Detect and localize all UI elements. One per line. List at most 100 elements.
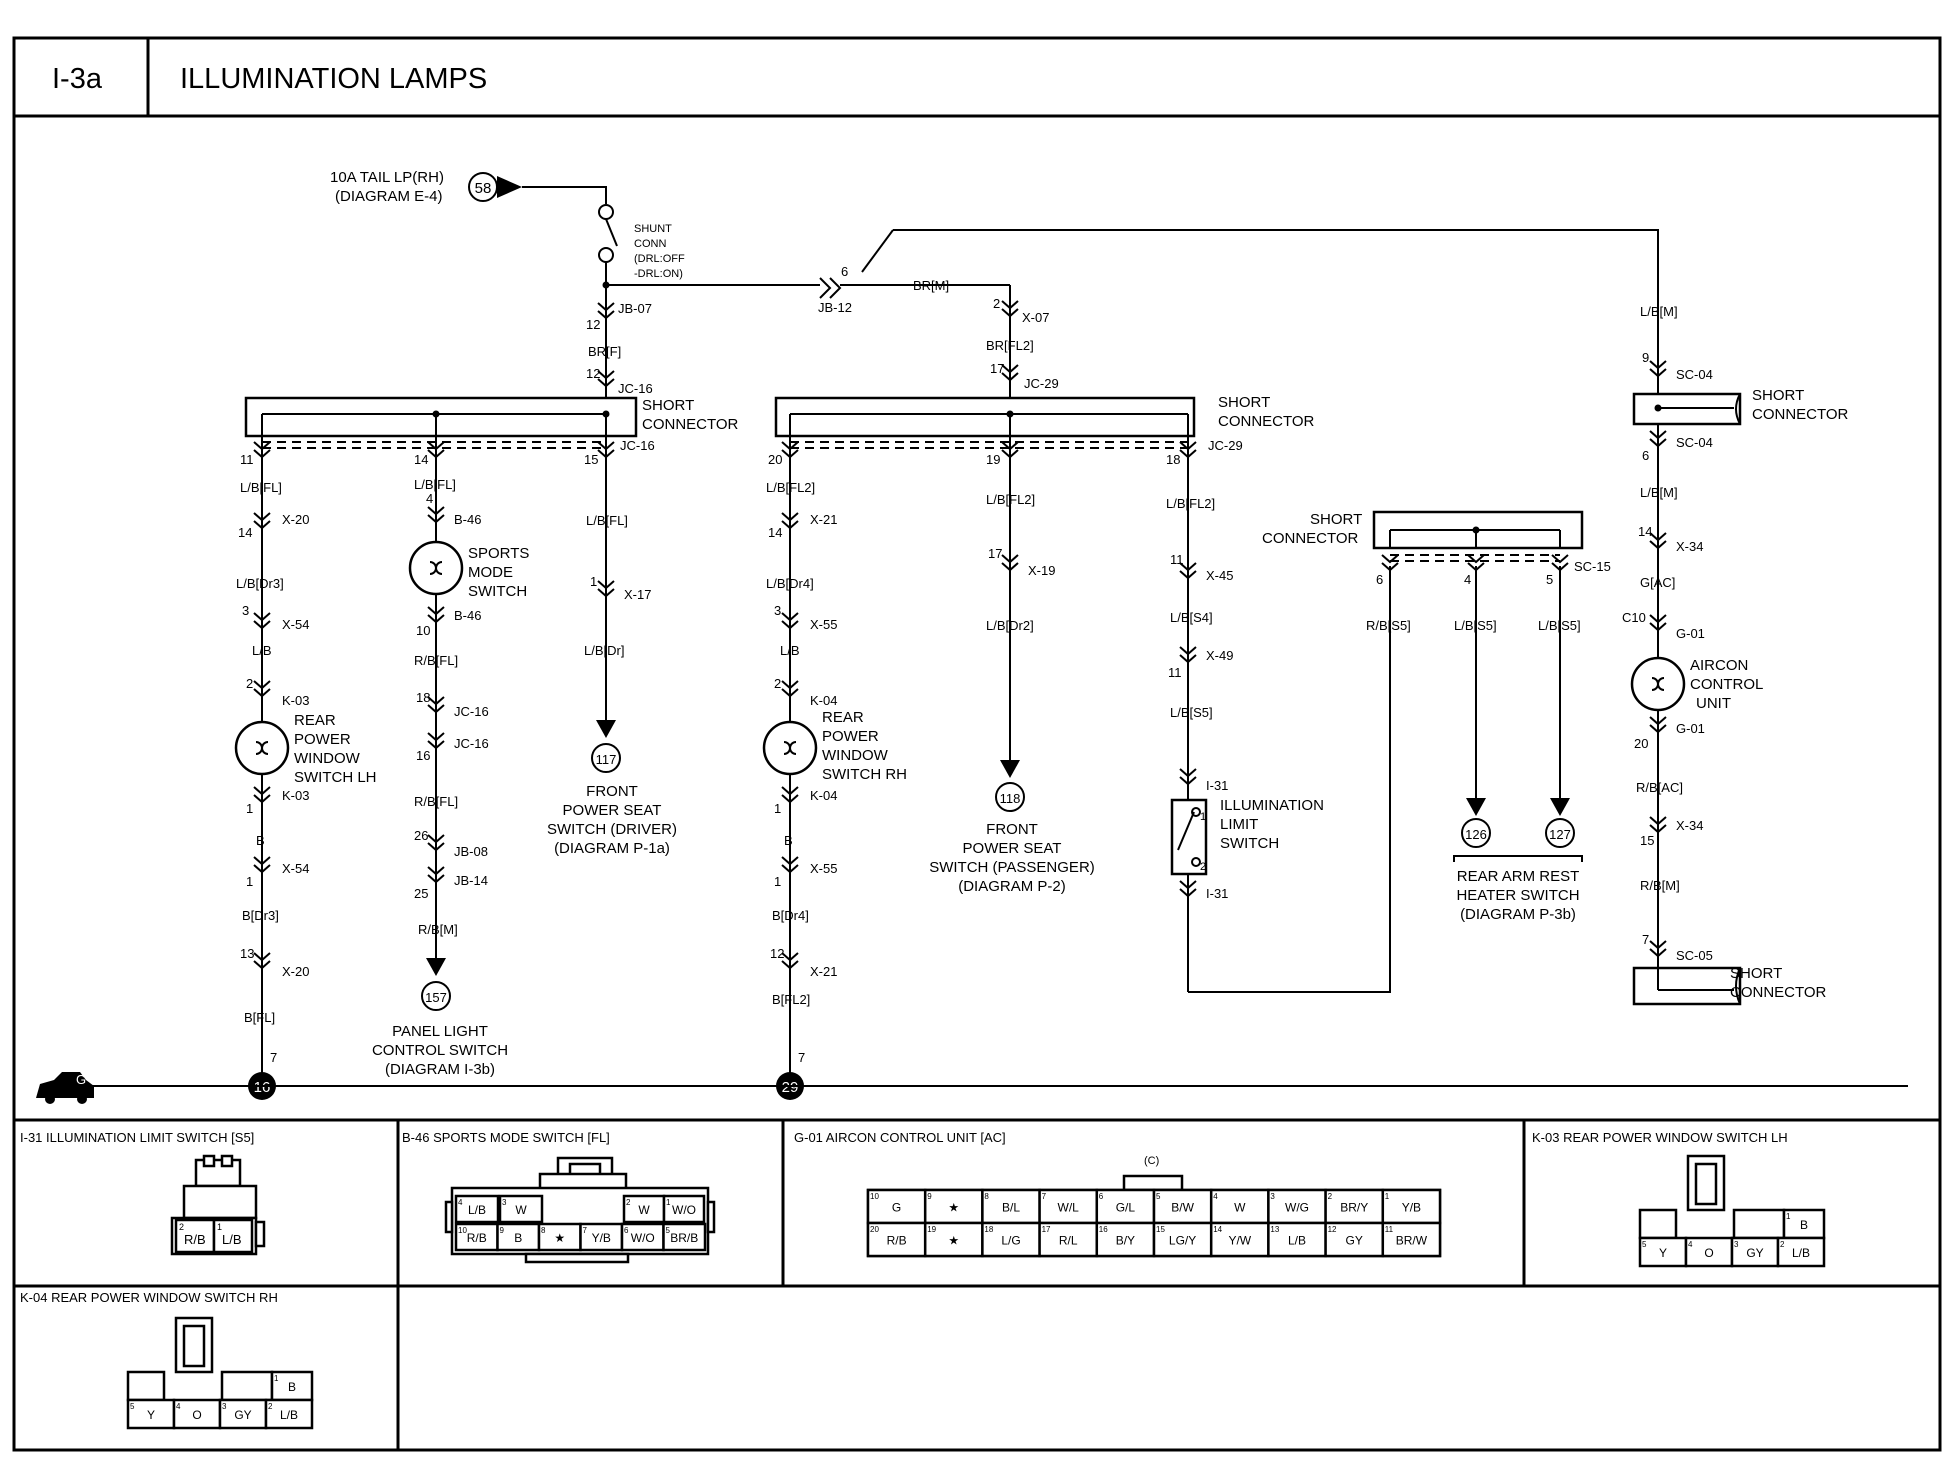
- pin-number: 1: [1786, 1212, 1791, 1221]
- svg-text:L/B[FL2]: L/B[FL2]: [1166, 496, 1215, 511]
- svg-text:(DIAGRAM P-2): (DIAGRAM P-2): [958, 878, 1066, 895]
- svg-text:R/B[FL]: R/B[FL]: [414, 794, 458, 809]
- front-power-seat-passenger-circuit: L/B[FL2] 17 X-19 L/B[Dr2] 118 FRONT POWE…: [929, 436, 1095, 895]
- svg-text:I-31: I-31: [1206, 886, 1228, 901]
- svg-text:10A TAIL LP(RH): 10A TAIL LP(RH): [330, 169, 444, 186]
- pin-cell: [1209, 1221, 1270, 1258]
- pin-cell: [1267, 1188, 1327, 1225]
- pin-wire-color: ★: [554, 1231, 565, 1245]
- pin-number: 4: [1213, 1192, 1218, 1201]
- svg-text:R/B[M]: R/B[M]: [1640, 878, 1680, 893]
- svg-text:11: 11: [240, 452, 254, 467]
- svg-text:SHORT: SHORT: [1310, 511, 1362, 528]
- svg-text:3: 3: [774, 603, 781, 618]
- pin-cell: [264, 1398, 314, 1430]
- pin-cell: [1152, 1221, 1213, 1258]
- connector-cells: 4L/B3W2W1W/O10R/B9B8★7Y/B6W/O5BR/B10G9★8…: [126, 1188, 1826, 1430]
- rear-power-window-rh-circuit: L/B[FL2] X-21 14 L/B[Dr4] X-55 3 L/B 2 K…: [762, 436, 907, 1100]
- svg-text:B: B: [256, 833, 265, 848]
- svg-text:C10: C10: [1622, 610, 1646, 625]
- aircon-control-unit-circuit: L/B[M] 9 SC-04 SHORT CONNECTOR SC-04 6 L…: [1622, 304, 1849, 1006]
- pin-cell: [1324, 1221, 1385, 1258]
- svg-text:2: 2: [774, 676, 781, 691]
- svg-text:CONNECTOR: CONNECTOR: [1730, 984, 1827, 1001]
- pin-cell: [1776, 1236, 1826, 1268]
- svg-text:3: 3: [242, 603, 249, 618]
- svg-text:X-55: X-55: [810, 861, 837, 876]
- pin-number: 1: [666, 1198, 671, 1207]
- pin-wire-color: B/W: [1171, 1201, 1194, 1215]
- svg-text:1: 1: [1200, 811, 1206, 823]
- pin-cell: [454, 1194, 500, 1224]
- pin-wire-color: Y/B: [1402, 1201, 1421, 1215]
- pin-cell: [172, 1398, 222, 1430]
- svg-text:4: 4: [426, 491, 433, 506]
- svg-text:12: 12: [586, 366, 600, 381]
- svg-text:1: 1: [217, 1222, 222, 1232]
- pin-cell: [454, 1222, 499, 1252]
- ref-117: 117: [596, 752, 617, 767]
- pin-wire-color: B: [1800, 1218, 1808, 1232]
- svg-text:JC-16: JC-16: [454, 736, 489, 751]
- svg-text:SC-04: SC-04: [1676, 435, 1713, 450]
- svg-text:L/B[S5]: L/B[S5]: [1170, 705, 1213, 720]
- power-source: 10A TAIL LP(RH) (DIAGRAM E-4) 58 SHUNT C…: [330, 169, 685, 412]
- svg-text:BR[M]: BR[M]: [913, 278, 949, 293]
- svg-text:20: 20: [768, 452, 782, 467]
- svg-text:19: 19: [986, 452, 1000, 467]
- svg-text:K-04: K-04: [810, 693, 837, 708]
- ground-point-16: 16: [254, 1079, 271, 1096]
- svg-text:1: 1: [246, 801, 253, 816]
- svg-text:15: 15: [584, 452, 598, 467]
- svg-text:L/B[Dr3]: L/B[Dr3]: [236, 576, 284, 591]
- svg-text:L/B: L/B: [252, 643, 272, 658]
- ground-bus: G: [36, 1072, 1908, 1104]
- pin-wire-color: L/G: [1001, 1234, 1020, 1248]
- svg-text:(DRL:OFF: (DRL:OFF: [634, 253, 685, 265]
- pin-wire-color: W/L: [1058, 1201, 1080, 1215]
- svg-text:MODE: MODE: [468, 564, 513, 581]
- svg-text:CONNECTOR: CONNECTOR: [1262, 530, 1359, 547]
- svg-text:FRONT: FRONT: [986, 821, 1038, 838]
- svg-text:WINDOW: WINDOW: [822, 747, 889, 764]
- pin-wire-color: Y: [1659, 1246, 1667, 1260]
- svg-text:X-49: X-49: [1206, 648, 1233, 663]
- svg-text:BR[F]: BR[F]: [588, 344, 621, 359]
- pin-cell: [923, 1221, 984, 1258]
- connector-k03: K-03 REAR POWER WINDOW SWITCH LH: [1532, 1130, 1788, 1240]
- svg-text:X-55: X-55: [810, 617, 837, 632]
- pin-cell: [981, 1221, 1041, 1258]
- svg-text:G-01: G-01: [1676, 721, 1705, 736]
- svg-text:X-19: X-19: [1028, 563, 1055, 578]
- svg-text:R/B[S5]: R/B[S5]: [1366, 618, 1411, 633]
- svg-text:K-03 REAR POWER WINDOW SWITCH: K-03 REAR POWER WINDOW SWITCH LH: [1532, 1130, 1788, 1145]
- svg-text:2: 2: [993, 296, 1000, 311]
- pin-wire-color: B: [514, 1231, 522, 1245]
- pin-number: 16: [1099, 1225, 1108, 1234]
- svg-text:POWER: POWER: [822, 728, 879, 745]
- svg-text:SHORT: SHORT: [1218, 394, 1270, 411]
- pin-wire-color: L/B: [280, 1408, 298, 1422]
- svg-text:R/B[AC]: R/B[AC]: [1636, 780, 1683, 795]
- svg-text:SWITCH (PASSENGER): SWITCH (PASSENGER): [929, 859, 1095, 876]
- pin-wire-color: R/B: [467, 1231, 487, 1245]
- svg-text:B-46: B-46: [454, 512, 481, 527]
- svg-text:CONTROL SWITCH: CONTROL SWITCH: [372, 1042, 508, 1059]
- svg-text:I-31: I-31: [1206, 778, 1228, 793]
- svg-text:REAR: REAR: [822, 709, 864, 726]
- svg-text:14: 14: [238, 525, 252, 540]
- svg-text:CONNECTOR: CONNECTOR: [1752, 406, 1849, 423]
- pin-number: 9: [927, 1192, 932, 1201]
- svg-text:B[FL2]: B[FL2]: [772, 992, 810, 1007]
- svg-text:L/B: L/B: [222, 1232, 242, 1247]
- svg-text:FRONT: FRONT: [586, 783, 638, 800]
- pin-wire-color: B: [288, 1380, 296, 1394]
- svg-text:1: 1: [590, 574, 597, 589]
- svg-text:25: 25: [414, 886, 428, 901]
- pin-cell: [866, 1221, 927, 1258]
- short-connector-jc16: SHORT CONNECTOR JC-16 11 14 15: [240, 396, 739, 467]
- pin-number: 10: [870, 1192, 879, 1201]
- svg-text:B[Dr3]: B[Dr3]: [242, 908, 279, 923]
- pin-cell: [923, 1188, 984, 1225]
